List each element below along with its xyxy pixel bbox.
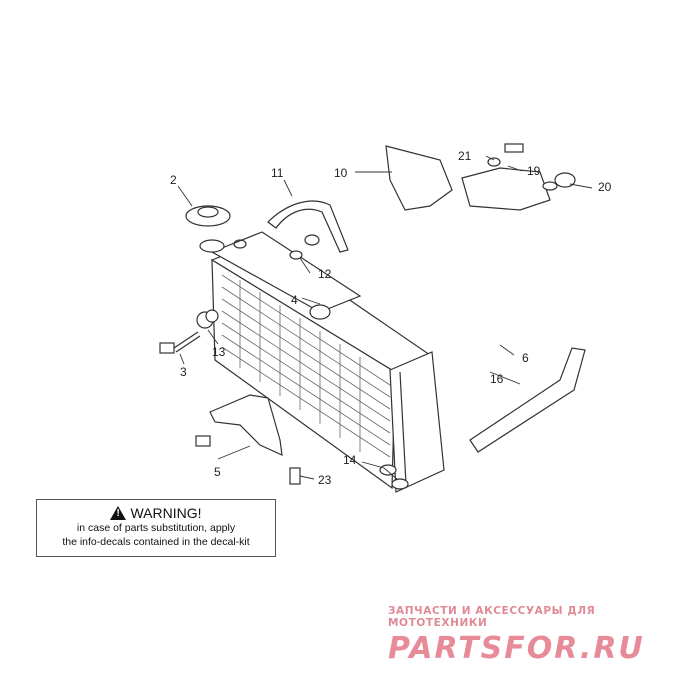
callout-10: 10 — [334, 166, 348, 180]
callout-2: 2 — [170, 173, 177, 187]
warning-box: WARNING! in case of parts substitution, … — [36, 499, 276, 557]
callout-6: 6 — [522, 351, 529, 365]
brand-tagline: ЗАПЧАСТИ И АКСЕССУАРЫ ДЛЯ МОТОТЕХНИКИ — [388, 605, 596, 629]
hose-11 — [267, 200, 349, 253]
radiator-cap — [185, 205, 247, 253]
bracket-5 — [209, 394, 283, 456]
warning-title: WARNING! — [130, 505, 202, 521]
callout-20: 20 — [598, 180, 612, 194]
callout-13: 13 — [212, 345, 226, 359]
warning-triangle-icon — [110, 506, 127, 520]
brand-logo: PARTSFOR.RU — [388, 631, 645, 666]
hose-16 — [469, 347, 586, 453]
callout-16: 16 — [490, 372, 504, 386]
callout-21: 21 — [458, 149, 472, 163]
bolt-3 — [159, 331, 201, 354]
callout-19: 19 — [527, 164, 541, 178]
callout-3: 3 — [180, 365, 187, 379]
brand-watermark: ЗАПЧАСТИ И АКСЕССУАРЫ ДЛЯ МОТОТЕХНИКИ PA… — [388, 605, 688, 666]
callout-5: 5 — [214, 465, 221, 479]
callout-23: 23 — [318, 473, 332, 487]
warning-line-1: in case of parts substitution, apply — [76, 522, 236, 534]
warning-line-2: the info-decals contained in the decal-k… — [62, 536, 250, 548]
callout-4: 4 — [291, 293, 298, 307]
callout-14: 14 — [343, 453, 357, 467]
callout-12: 12 — [318, 267, 332, 281]
fan-shroud — [385, 145, 453, 211]
callout-11: 11 — [271, 166, 284, 180]
warning-title-row: WARNING! — [37, 505, 275, 521]
